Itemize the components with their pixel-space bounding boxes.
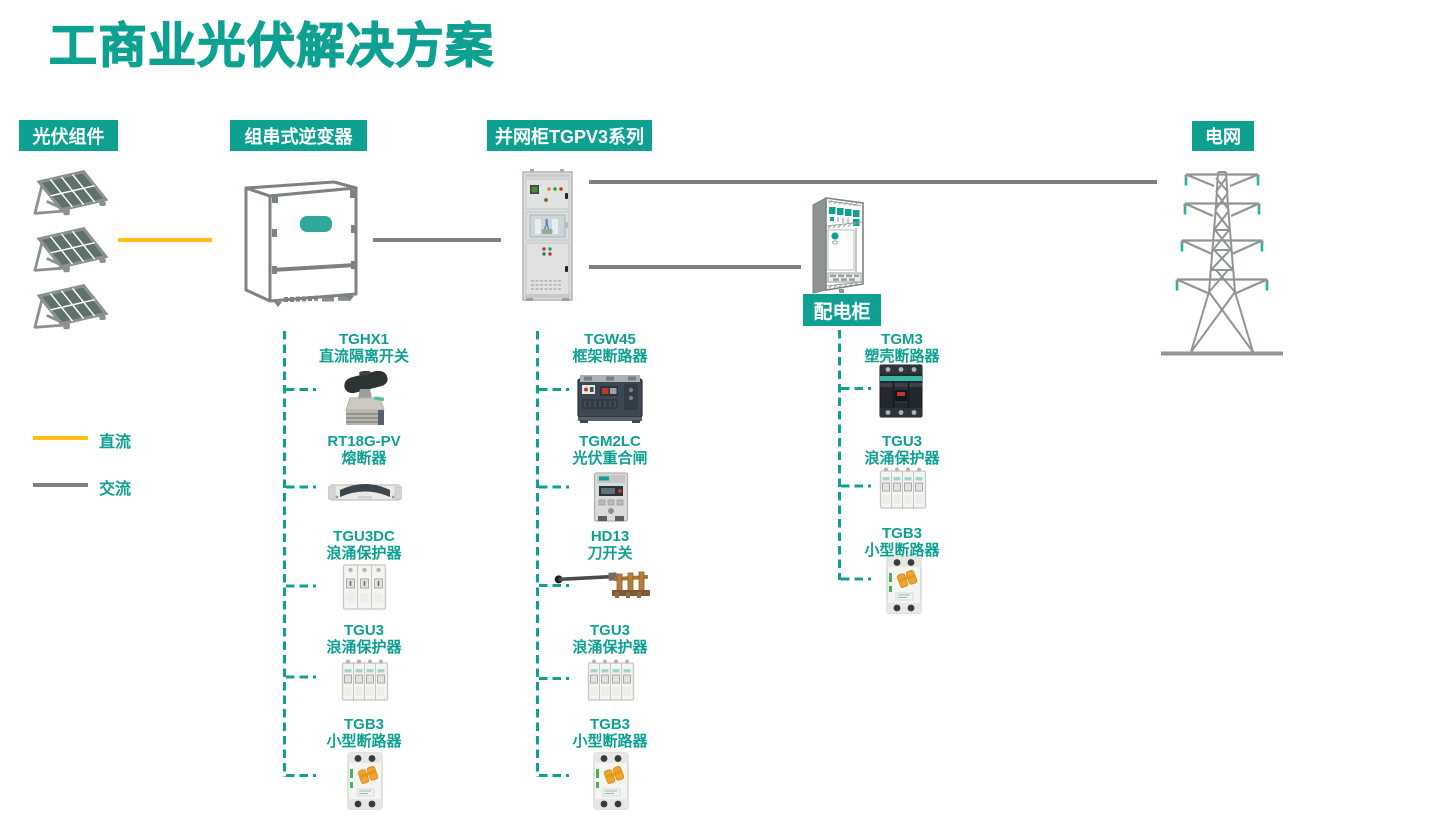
product-name: 浪涌保护器 (326, 544, 402, 562)
dashed-connector-distribution-products (838, 330, 871, 581)
product-model: TGU3 (881, 433, 922, 450)
product-name: 刀开关 (587, 544, 633, 562)
product-model: HD13 (590, 528, 630, 545)
product-name: 熔断器 (341, 449, 387, 467)
product-name: 小型断路器 (572, 732, 648, 750)
product-model: TGU3 (589, 622, 630, 639)
dashed-connector-inverter-products (283, 331, 316, 777)
product-name: 浪涌保护器 (572, 638, 648, 656)
page-title: 工商业光伏解决方案 (48, 20, 495, 73)
knife-switch-icon (554, 568, 652, 600)
badge-grid-cabinet: 并网柜TGPV3系列 (487, 120, 652, 151)
distribution-cabinet-icon (809, 194, 867, 294)
product-name: 浪涌保护器 (864, 449, 940, 467)
ac-line-inverter-cabinet (373, 238, 501, 242)
surge-protector-4p-icon (587, 659, 635, 703)
product-name: 框架断路器 (572, 347, 648, 365)
mcb-icon (345, 752, 385, 810)
surge-protector-4p-icon (879, 465, 927, 513)
ac-line-cabinet-distribution (589, 265, 801, 269)
product-model: TGB3 (881, 525, 922, 542)
ac-line-cabinet-grid (589, 180, 1157, 184)
badge-power-grid: 电网 (1192, 121, 1254, 151)
dc-isolator-icon (338, 371, 392, 427)
legend-dc-label: 直流 (99, 434, 132, 451)
mcb-icon (884, 556, 924, 614)
transmission-tower-icon (1158, 166, 1286, 358)
fuse-icon (328, 477, 402, 504)
product-model: TGB3 (589, 716, 630, 733)
legend-dc-line (33, 436, 88, 440)
badge-pv-modules: 光伏组件 (19, 120, 118, 151)
string-inverter-icon (238, 174, 364, 308)
product-name: 直流隔离开关 (318, 347, 409, 365)
solar-panel-icon (26, 170, 108, 218)
product-name: 浪涌保护器 (326, 638, 402, 656)
frame-breaker-icon (576, 373, 644, 423)
mccb-icon (876, 364, 926, 418)
product-model: TGU3DC (333, 528, 395, 545)
solar-panel-icon (26, 284, 108, 332)
product-model: TGU3 (343, 622, 384, 639)
pv-recloser-icon (592, 471, 630, 523)
product-model: TGM2LC (579, 433, 641, 450)
product-model: TGW45 (584, 331, 636, 348)
grid-connection-cabinet-icon (520, 167, 576, 304)
dashed-connector-grid-cabinet-products (536, 331, 569, 777)
legend-ac-line (33, 483, 88, 487)
product-name: 塑壳断路器 (864, 347, 940, 365)
dc-line-panels-inverter (118, 238, 212, 242)
product-name: 小型断路器 (864, 541, 940, 559)
mcb-icon (591, 752, 631, 810)
legend-ac-label: 交流 (99, 481, 132, 498)
product-name: 光伏重合闸 (572, 449, 648, 467)
product-name: 小型断路器 (326, 732, 402, 750)
product-model: TGB3 (343, 716, 384, 733)
badge-string-inverter: 组串式逆变器 (230, 120, 367, 151)
surge-protector-3p-icon (342, 563, 387, 611)
product-model: TGHX1 (338, 331, 389, 348)
product-model: TGM3 (881, 331, 923, 348)
solar-panel-icon (26, 227, 108, 275)
surge-protector-4p-icon (341, 659, 389, 703)
badge-distribution-cabinet: 配电柜 (803, 294, 881, 326)
product-model: RT18G-PV (327, 433, 401, 450)
